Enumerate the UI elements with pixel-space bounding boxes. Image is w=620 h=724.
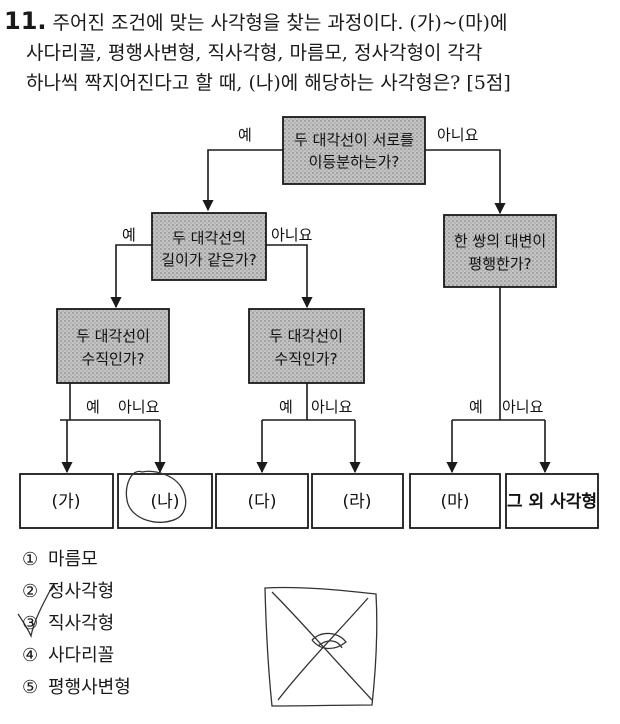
choice-3-marker: ③ [22, 613, 39, 634]
choice-5[interactable]: ⑤ 평행사변형 [22, 672, 131, 704]
choice-3-text: 직사각형 [48, 613, 115, 634]
choice-2[interactable]: ② 정사각형 [22, 576, 131, 608]
question-line-1: 11.주어진 조건에 맞는 사각형을 찾는 과정이다. (가)~(마)에 [4, 7, 508, 35]
decision-perpendicular-left-line-2: 수직인가? [81, 350, 144, 368]
root-yes-label: 예 [238, 126, 252, 144]
handwritten-sketch-box [264, 586, 378, 707]
choice-5-marker: ⑤ [22, 677, 39, 698]
choice-2-text: 정사각형 [48, 581, 115, 602]
lr-no-label: 아니요 [311, 398, 353, 416]
handwritten-sketch-scribble [311, 632, 347, 650]
decision-perpendicular-left-line-1: 두 대각선이 [76, 327, 150, 345]
handwritten-sketch-diagonal-1 [271, 591, 373, 701]
ll-no-label: 아니요 [118, 398, 160, 416]
answer-choices: ① 마름모 ② 정사각형 ③ 직사각형 ④ 사다리꼴 ⑤ 평행사변형 [22, 544, 131, 704]
connectors [60, 149, 551, 474]
decision-diagonal-length-line-1: 두 대각선의 [172, 229, 246, 247]
leaf-other-label: 그 외 사각형 [507, 491, 597, 512]
leaf-ga-label: (가) [52, 492, 81, 512]
question-line-2: 사다리꼴, 평행사변형, 직사각형, 마름모, 정사각형이 각각 [26, 42, 483, 64]
decision-perpendicular-right: 두 대각선이 수직인가? [248, 308, 365, 384]
right-no-label: 아니요 [502, 398, 544, 416]
choice-2-marker: ② [22, 581, 39, 602]
question-text: 11.주어진 조건에 맞는 사각형을 찾는 과정이다. (가)~(마)에 사다리… [4, 6, 616, 98]
choice-4-marker: ④ [22, 645, 39, 666]
handwritten-sketch-diagonal-2 [277, 597, 369, 701]
choice-4-text: 사다리꼴 [48, 645, 115, 666]
decision-perpendicular-right-line-2: 수직인가? [274, 350, 337, 368]
decision-root: 두 대각선이 서로를 이등분하는가? [282, 116, 426, 185]
choice-5-text: 평행사변형 [48, 677, 131, 698]
decision-root-line-1: 두 대각선이 서로를 [294, 131, 414, 149]
leaf-na: (나) [117, 473, 213, 529]
decision-parallel-sides-line-2: 평행한가? [468, 255, 531, 273]
decision-parallel-sides-line-1: 한 쌍의 대변이 [454, 232, 546, 250]
handwritten-circle-mark [125, 470, 187, 523]
question-number: 11. [4, 7, 47, 35]
choice-1[interactable]: ① 마름모 [22, 544, 131, 576]
lr-yes-label: 예 [279, 398, 293, 416]
question-line-3: 하나씩 짝지어진다고 할 때, (나)에 해당하는 사각형은? [5점] [26, 72, 511, 94]
right-yes-label: 예 [469, 398, 483, 416]
leaf-ma-label: (마) [441, 492, 470, 512]
decision-parallel-sides: 한 쌍의 대변이 평행한가? [443, 214, 557, 288]
decision-diagonal-length: 두 대각선의 길이가 같은가? [151, 212, 267, 281]
choice-1-marker: ① [22, 549, 39, 570]
leaf-ma: (마) [409, 473, 501, 529]
decision-diagonal-length-line-2: 길이가 같은가? [161, 251, 257, 269]
leaf-ra: (라) [311, 473, 404, 529]
decision-perpendicular-right-line-1: 두 대각선이 [269, 327, 343, 345]
ll-yes-label: 예 [86, 398, 100, 416]
leaf-na-label: (나) [151, 492, 180, 512]
root-no-label: 아니요 [437, 126, 479, 144]
leaf-ga: (가) [19, 473, 114, 529]
left-no-label: 아니요 [271, 226, 313, 244]
leaf-da: (다) [215, 473, 309, 529]
handwriting-marks [17, 470, 378, 707]
decision-perpendicular-left: 두 대각선이 수직인가? [56, 308, 170, 384]
left-yes-label: 예 [122, 226, 136, 244]
leaf-other: 그 외 사각형 [505, 473, 599, 529]
choice-3[interactable]: ③ 직사각형 [22, 608, 131, 640]
handwritten-check-mark [17, 584, 54, 639]
decision-root-line-2: 이등분하는가? [309, 153, 400, 171]
choice-1-text: 마름모 [48, 549, 98, 570]
leaf-ra-label: (라) [343, 492, 372, 512]
choice-4[interactable]: ④ 사다리꼴 [22, 640, 131, 672]
leaf-da-label: (다) [248, 492, 277, 512]
